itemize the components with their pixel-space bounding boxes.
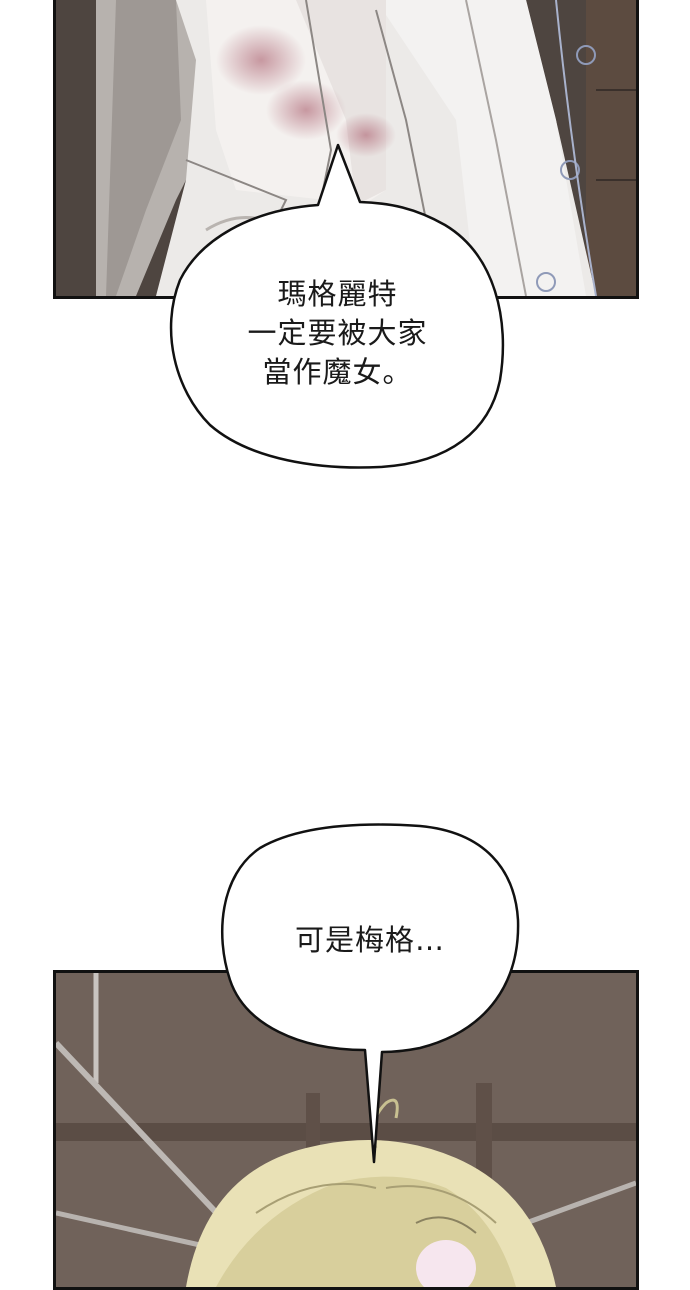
bubble-2-line-1: 可是梅格… [294, 923, 445, 957]
speech-bubble-2-text: 可是梅格… [250, 921, 490, 960]
bubble-1-line-3: 當作魔女。 [262, 355, 413, 389]
top-comic-panel [53, 0, 639, 299]
bottom-comic-panel [53, 970, 639, 1290]
bubble-1-line-1: 瑪格麗特 [277, 277, 398, 311]
speech-bubble-1-text: 瑪格麗特 一定要被大家 當作魔女。 [205, 275, 470, 392]
bubble-1-line-2: 一定要被大家 [247, 316, 428, 350]
top-panel-illustration [56, 0, 636, 296]
bottom-panel-illustration [56, 973, 636, 1287]
